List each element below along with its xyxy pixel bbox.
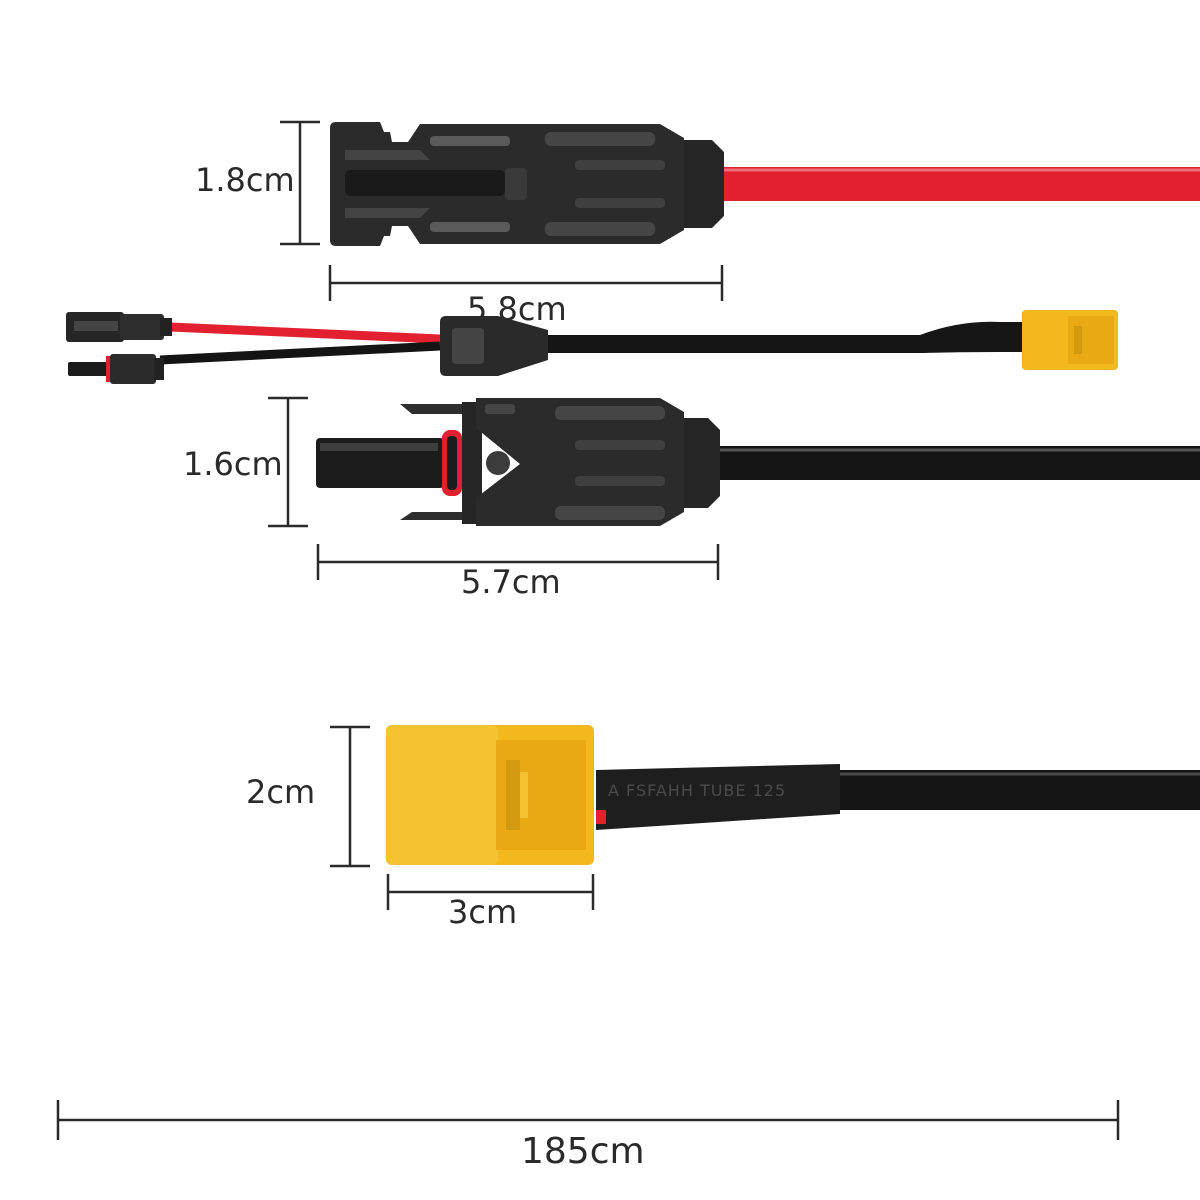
xt60-length-dimension-line [386,874,595,910]
mini-female-mc4 [66,312,172,342]
male-connector-nut [680,418,720,508]
female-connector-nut [680,140,724,228]
male-length-label: 5.7cm [461,563,561,601]
female-mc4-connector-assembly [330,122,1200,246]
female-height-label: 1.8cm [195,161,295,199]
xt60-connector-assembly: A FSFAHH TUBE 125 [386,725,1200,865]
heat-shrink-tube [596,764,840,830]
total-length-dimension-line [56,1100,1120,1140]
male-height-label: 1.6cm [183,445,283,483]
total-length-label: 185cm [521,1131,645,1172]
full-cable-assembly [66,310,1118,384]
heat-shrink-print: A FSFAHH TUBE 125 [608,781,786,800]
mini-xt60 [1022,310,1118,370]
xt60-length-label: 3cm [448,893,518,931]
male-length-dimension-line [316,544,720,580]
assembly-red-wire [169,322,441,344]
male-mc4-connector-assembly [316,398,1200,526]
female-length-label: 5.8cm [467,290,567,328]
xt60-height-label: 2cm [246,773,316,811]
assembly-black-wire-lower [159,341,441,365]
male-connector-body [476,398,684,526]
female-height-dimension-line [280,120,320,246]
mini-male-mc4 [68,354,164,384]
assembly-main-cable [546,335,926,353]
male-height-dimension-line [268,396,308,528]
female-length-dimension-line [328,265,724,301]
red-wire [715,167,1200,201]
black-wire [715,446,1200,480]
xt60-height-dimension-line [330,725,370,868]
xt60-black-cable [820,770,1200,810]
